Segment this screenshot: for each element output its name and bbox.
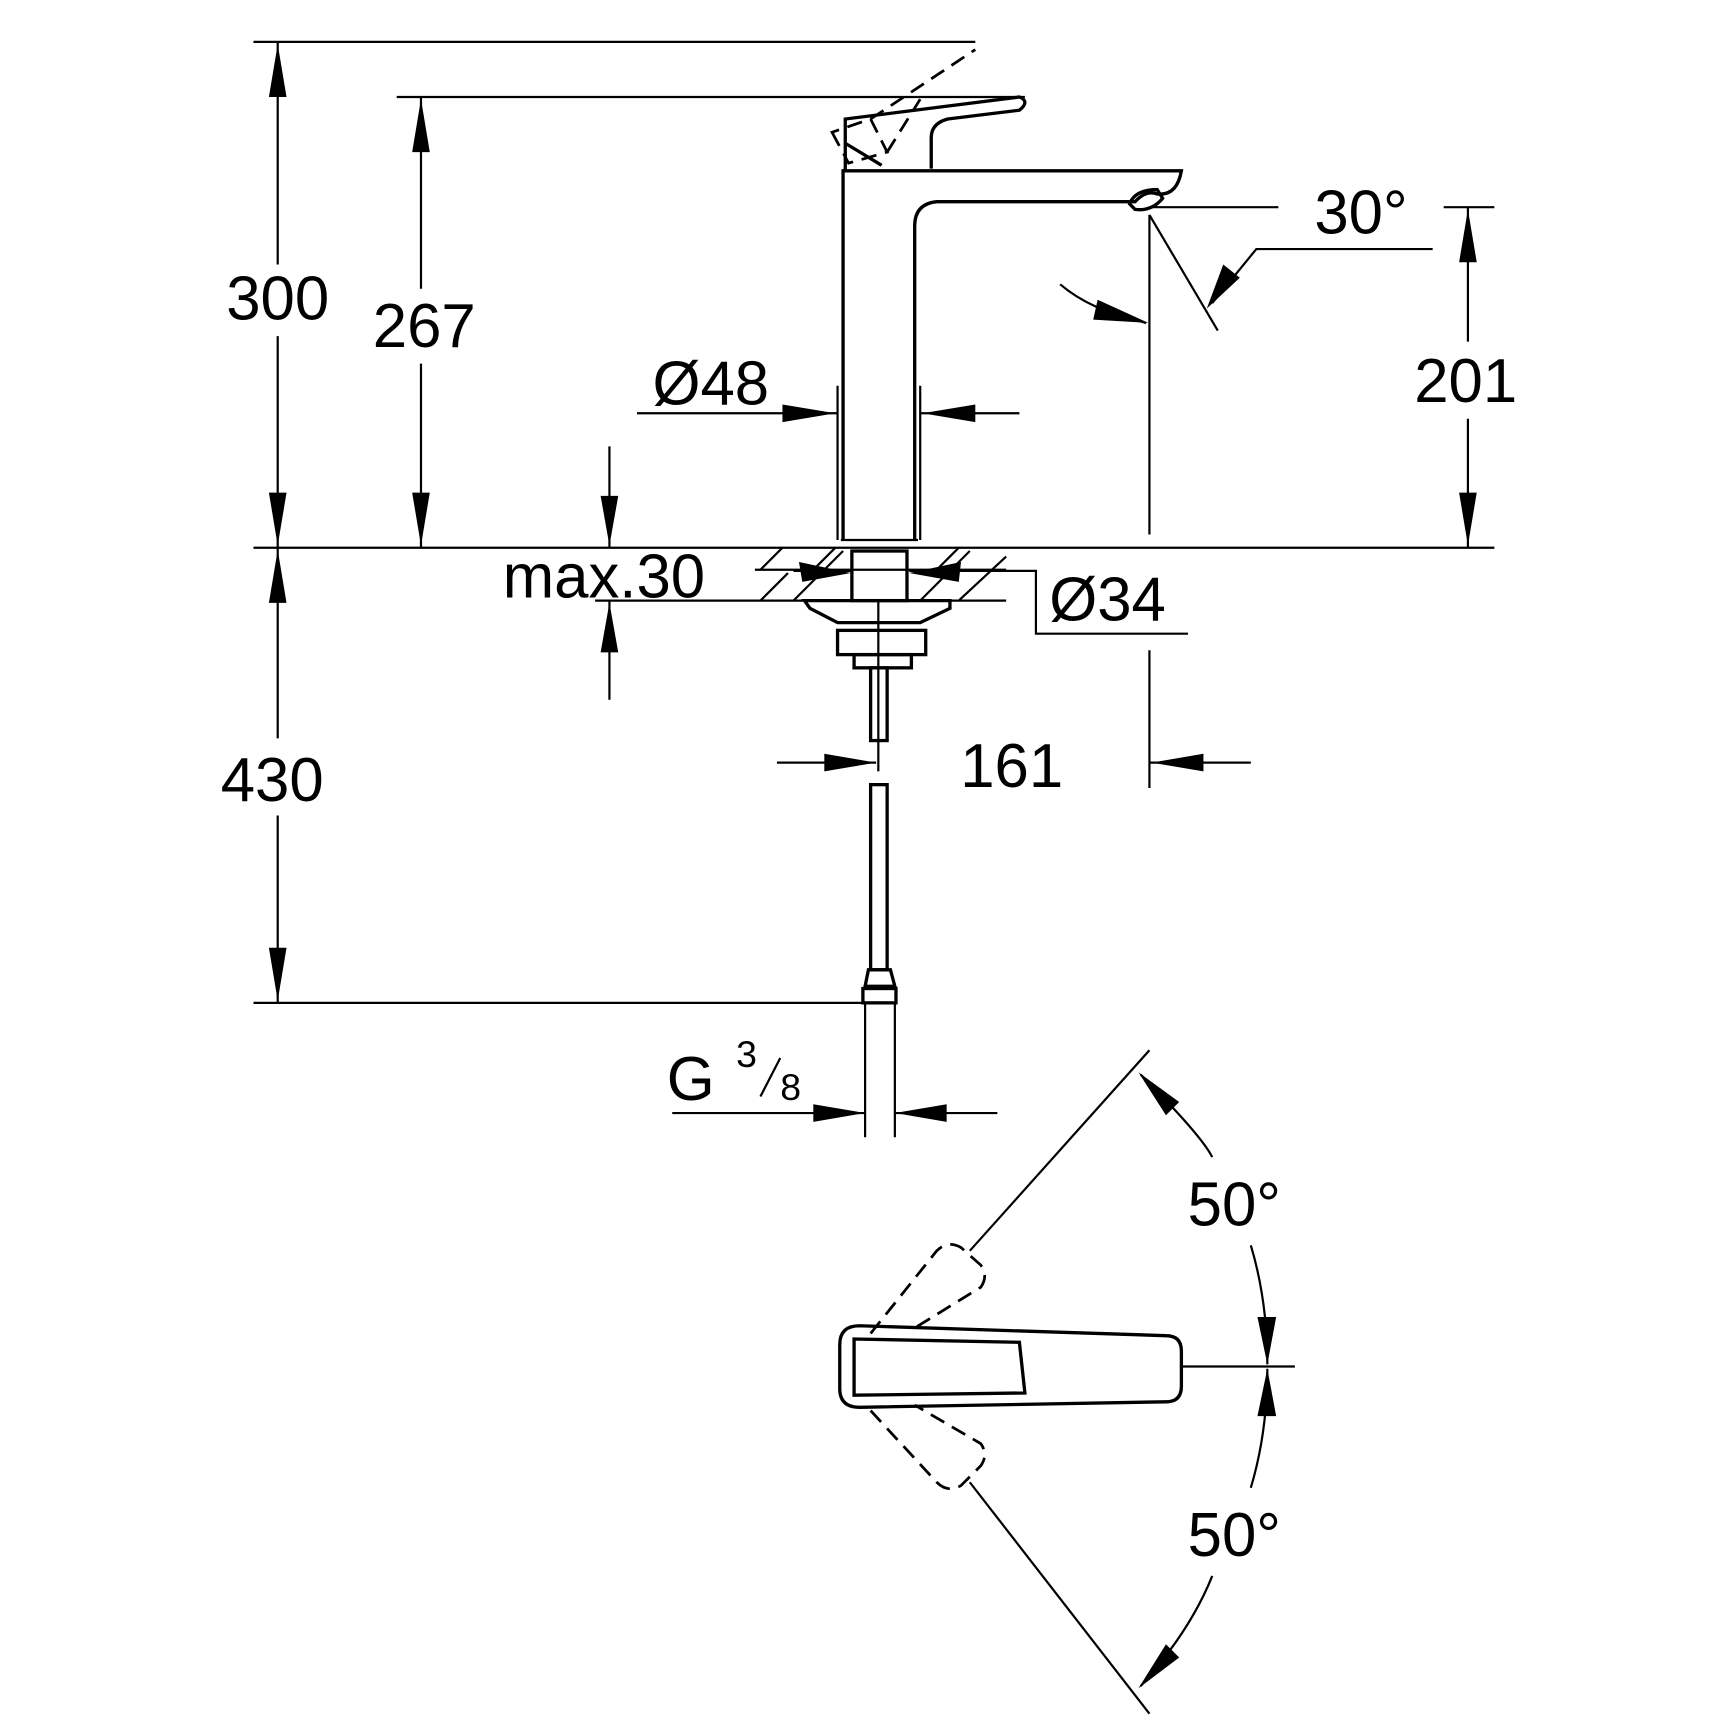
reference-lines bbox=[253, 40, 1495, 1004]
dim-267-label: 267 bbox=[373, 292, 476, 361]
dim-max-30: max.30 bbox=[503, 446, 705, 700]
thread-g-label: G bbox=[667, 1045, 715, 1114]
dim-diameter-48: Ø48 bbox=[636, 349, 1020, 540]
dim-34-label: Ø34 bbox=[1049, 565, 1166, 634]
dim-angle-30: 30° bbox=[1059, 179, 1433, 535]
dim-48-label: Ø48 bbox=[652, 349, 769, 418]
thread-denominator: 8 bbox=[780, 1066, 801, 1108]
dim-430-label: 430 bbox=[221, 746, 324, 815]
dim-161: 161 bbox=[776, 650, 1251, 801]
dim-201-label: 201 bbox=[1414, 347, 1517, 416]
dim-161-label: 161 bbox=[960, 732, 1063, 801]
faucet-side-view bbox=[830, 48, 1184, 542]
hose bbox=[861, 783, 898, 1138]
lever-top-view: 50° 50° bbox=[838, 1049, 1295, 1715]
lever-angle-bottom-label: 50° bbox=[1188, 1501, 1281, 1570]
dim-connection-thread: G 3 8 bbox=[667, 1033, 998, 1122]
dim-267: 267 bbox=[373, 96, 476, 548]
dim-300: 300 bbox=[226, 41, 329, 548]
dim-30-label: 30° bbox=[1314, 179, 1407, 248]
dim-300-label: 300 bbox=[226, 265, 329, 334]
lever-angle-top-label: 50° bbox=[1188, 1170, 1281, 1239]
dim-diameter-34: Ø34 bbox=[793, 562, 1188, 635]
thread-numerator: 3 bbox=[736, 1033, 757, 1075]
dim-430: 430 bbox=[221, 547, 324, 1003]
dim-201: 201 bbox=[1414, 206, 1517, 548]
dim-max30-label: max.30 bbox=[503, 542, 705, 611]
